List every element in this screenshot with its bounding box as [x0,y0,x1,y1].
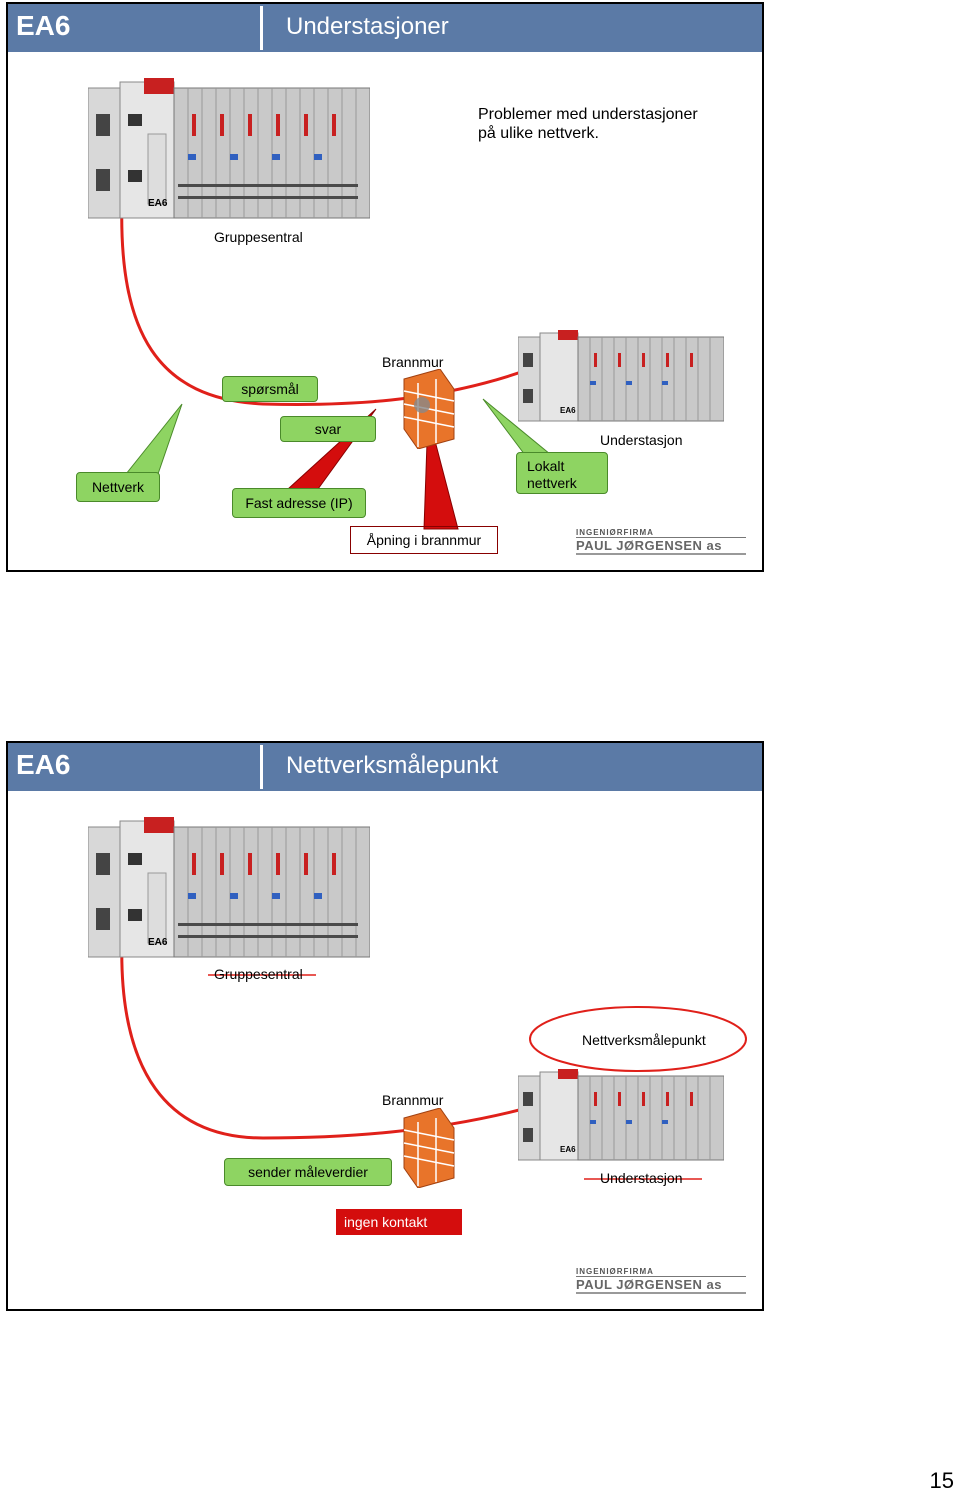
plc-group-central: EA6 [88,817,370,958]
firewall-icon [403,369,455,449]
logo-line-2: PAUL JØRGENSEN as [576,538,746,555]
firewall-icon [403,1108,455,1188]
local-network-line-1: Lokalt [527,458,565,474]
plc-substation: EA6 [518,1069,724,1161]
header-separator [260,6,263,50]
highlight-ellipse [529,1006,747,1072]
plc-badge: EA6 [148,937,168,948]
callout-firewall-opening: Åpning i brannmur [350,526,498,554]
plc-substation-badge: EA6 [560,1145,576,1154]
slide-understasjoner: EA6 Understasjoner EA6 [6,2,764,572]
plc-group-central: EA6 [88,78,370,219]
slide-header: EA6 Understasjoner [8,4,762,52]
callout-no-contact: ingen kontakt [336,1209,462,1235]
local-network-line-2: nettverk [527,474,577,491]
network-cable [120,198,539,407]
callout-pointer-network [124,403,183,475]
plc-substation: EA6 [518,330,724,422]
slide-header: EA6 Nettverksmålepunkt [8,743,762,791]
slide-tag: EA6 [16,10,71,41]
slide-tag: EA6 [16,749,71,780]
plc-badge: EA6 [148,198,168,209]
plc-substation-badge: EA6 [560,406,576,415]
logo-line-1: INGENIØRFIRMA [576,1267,746,1277]
description-line-2: på ulike nettverk. [478,125,599,142]
label-group-central: Gruppesentral [214,966,303,982]
company-logo: INGENIØRFIRMA PAUL JØRGENSEN as [576,1267,746,1294]
label-firewall: Brannmur [382,354,444,370]
callout-sends-values: sender måleverdier [224,1158,392,1186]
slide-title: Nettverksmålepunkt [286,752,499,779]
header-separator [260,745,263,789]
label-measure-point: Nettverksmålepunkt [582,1032,706,1048]
label-group-central: Gruppesentral [214,229,303,245]
slide-title: Understasjoner [286,13,449,40]
slide-nettverksmalepunkt: EA6 Nettverksmålepunkt EA6 [6,741,764,1311]
callout-question: spørsmål [222,376,318,402]
page-number: 15 [929,1468,954,1493]
callout-local-network: Lokalt nettverk [516,452,608,494]
description-line-1: Problemer med understasjoner [478,106,698,123]
logo-line-1: INGENIØRFIRMA [576,528,746,538]
callout-answer: svar [280,416,376,442]
logo-line-2: PAUL JØRGENSEN as [576,1277,746,1294]
callout-fixed-address: Fast adresse (IP) [232,488,366,518]
label-firewall: Brannmur [382,1092,444,1108]
callout-network: Nettverk [76,472,160,502]
label-substation: Understasjon [600,1170,683,1186]
company-logo: INGENIØRFIRMA PAUL JØRGENSEN as [576,528,746,555]
network-cable [120,937,539,1140]
label-substation: Understasjon [600,432,683,448]
